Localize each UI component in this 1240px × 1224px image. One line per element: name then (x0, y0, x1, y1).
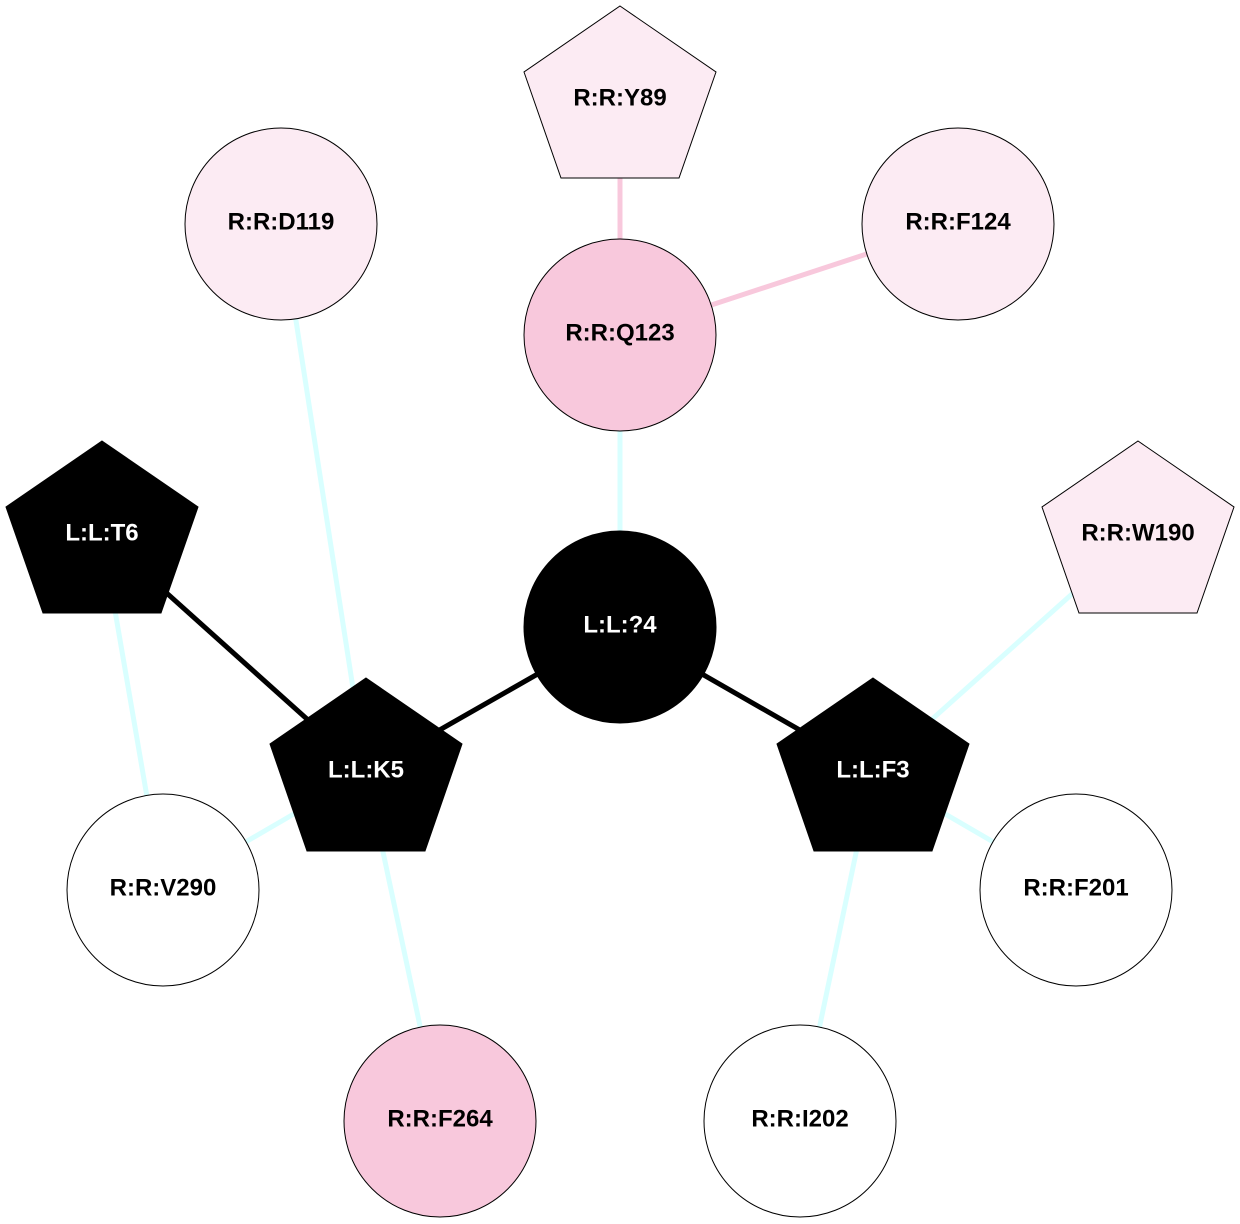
node-label: R:R:F124 (905, 209, 1011, 236)
node-f264[interactable]: R:R:F264 (343, 1024, 537, 1218)
node-v290[interactable]: R:R:V290 (66, 793, 260, 987)
node-w190[interactable]: R:R:W190 (1041, 440, 1235, 614)
node-label: R:R:Y89 (573, 85, 666, 112)
node-y89[interactable]: R:R:Y89 (523, 5, 717, 179)
node-q123[interactable]: R:R:Q123 (523, 238, 717, 432)
node-label: R:R:V290 (110, 875, 217, 902)
node-label: R:R:W190 (1081, 520, 1194, 547)
node-label: L:L:K5 (328, 757, 404, 784)
node-t6[interactable]: L:L:T6 (5, 440, 199, 614)
node-i202[interactable]: R:R:I202 (703, 1024, 897, 1218)
node-f201[interactable]: R:R:F201 (979, 793, 1173, 987)
node-f3[interactable]: L:L:F3 (776, 677, 970, 852)
node-label: R:R:F264 (387, 1106, 493, 1133)
node-label: R:R:F201 (1023, 875, 1128, 902)
node-label: L:L:T6 (65, 520, 138, 547)
node-label: R:R:D119 (228, 209, 335, 236)
node-q4[interactable]: L:L:?4 (523, 530, 717, 724)
node-label: R:R:I202 (751, 1106, 848, 1133)
node-label: L:L:?4 (583, 612, 657, 639)
node-label: L:L:F3 (836, 757, 909, 784)
node-f124[interactable]: R:R:F124 (861, 127, 1055, 321)
node-k5[interactable]: L:L:K5 (269, 677, 463, 852)
node-label: R:R:Q123 (565, 320, 674, 347)
node-d119[interactable]: R:R:D119 (184, 127, 378, 321)
nodes: R:R:Y89 R:R:D119 R:R:F124 R:R:Q123 L:L:T… (5, 5, 1235, 1218)
